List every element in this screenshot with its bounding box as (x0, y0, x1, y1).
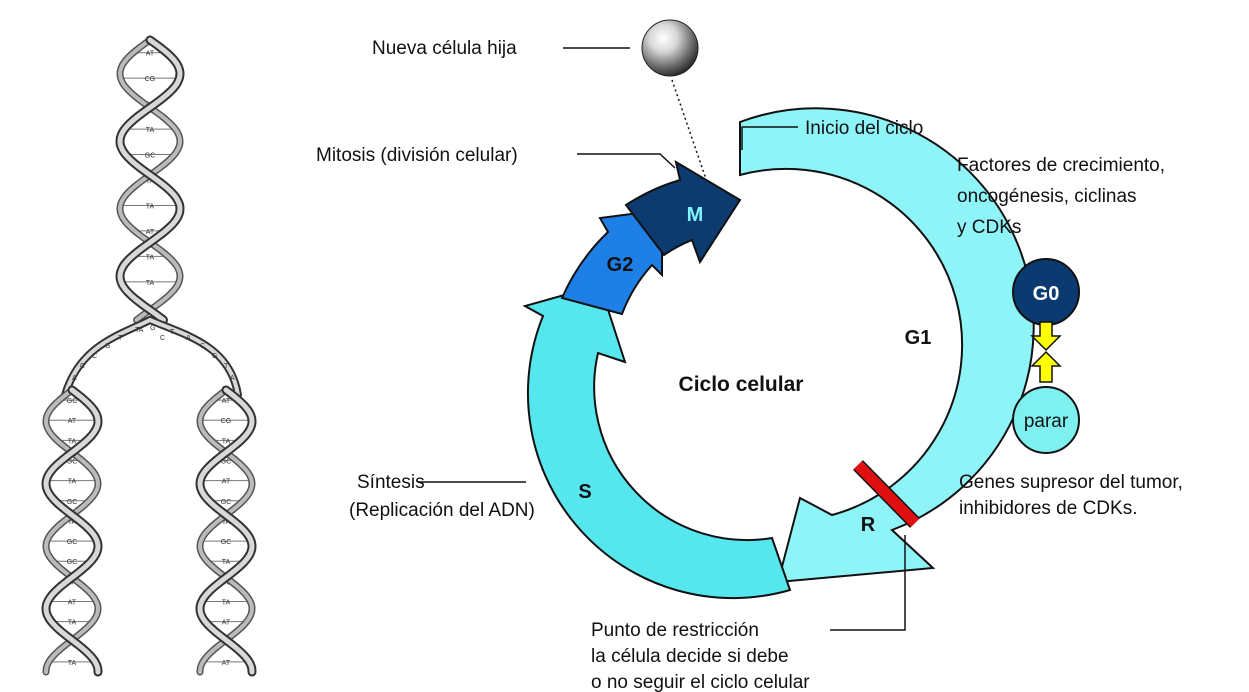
base-pair-label: TA (146, 280, 155, 287)
fork-base-label: A (230, 375, 235, 382)
base-pair-label: TA (222, 600, 231, 607)
fork-base-label: C (160, 335, 165, 342)
restriction-label-3: o no seguir el ciclo celular (591, 672, 810, 692)
fork-right-strand-fill (148, 318, 240, 397)
base-pair-label: TA (222, 519, 231, 526)
base-pair-label: AT (222, 398, 231, 405)
phase-g2-label: G2 (607, 254, 634, 276)
base-pair-label: GC (221, 459, 232, 466)
backbone-strand-back-fill (197, 388, 255, 674)
new-cell-label: Nueva célula hija (372, 38, 517, 59)
base-pair-label: TA (146, 203, 155, 210)
cycle-start-leader (741, 126, 798, 150)
base-pair-label: AT (68, 418, 77, 425)
fork-base-label: G (105, 343, 110, 350)
base-pair-label: TA (146, 127, 155, 134)
backbone-strand-front-fill (197, 387, 255, 675)
new-cell-sphere (641, 19, 699, 77)
fork-base-label: A (72, 375, 77, 382)
base-pair-label: GC (67, 499, 78, 506)
base-pair-label: TA (68, 519, 77, 526)
backbone-strand-front-fill (43, 387, 101, 675)
base-pair-label: GC (67, 459, 78, 466)
stop-circle (1012, 386, 1080, 454)
base-pair-label: TA (222, 438, 231, 445)
base-pair-label: GC (221, 499, 232, 506)
restriction-label-1: Punto de restricción (591, 620, 759, 641)
cycle-start-label: Inicio del ciclo (805, 118, 923, 139)
fork-base-label: T (224, 363, 229, 370)
base-pair-label: TA (68, 479, 77, 486)
base-pair-label: GC (67, 539, 78, 546)
dna-svg: ATCGCGTAGCTATAATTATAGCTATGCCATACGTAGCGCA… (0, 0, 330, 692)
g1-phase-arc (739, 107, 1035, 584)
backbone-strand-front-fill (117, 37, 183, 323)
mitosis-label: Mitosis (división celular) (316, 145, 518, 166)
base-pair-label: TA (68, 438, 77, 445)
base-pair-label: AT (146, 51, 155, 58)
fork-base-label: TA (135, 327, 144, 334)
g0-label: G0 (1033, 283, 1060, 305)
stop-label: parar (1024, 411, 1069, 432)
s-phase-arc (522, 283, 792, 600)
phase-g1-label: G1 (905, 327, 932, 349)
restriction-label-2: la célula decide si debe (591, 646, 789, 667)
restriction-leader (830, 535, 906, 631)
base-pair-label: GC (67, 559, 78, 566)
base-pair-label: TA (146, 254, 155, 261)
m-phase-arrow (624, 159, 742, 265)
backbone-strand-back-fill (117, 38, 183, 322)
base-pair-label: AT (146, 229, 155, 236)
base-pair-label: GC (67, 398, 78, 405)
fork-base-label: G (150, 325, 155, 332)
growth-factors-label-3: y CDKs (957, 217, 1021, 238)
down-arrow-yellow (1030, 321, 1062, 352)
fork-base-label: C (200, 343, 205, 350)
fork-left-strand-fill (63, 318, 152, 397)
dna-helix: ATCGCGTAGCTATAATTATAGCTATGCCATACGTAGCGCA… (41, 35, 257, 677)
base-pair-label: CG (145, 76, 156, 83)
synthesis-label-1: Síntesis (357, 472, 425, 493)
suppressor-label-2: inhibidores de CDKs. (959, 498, 1137, 519)
fork-base-label: T (170, 329, 175, 336)
base-pair-label: AT (222, 620, 231, 627)
base-pair-label: AT (68, 600, 77, 607)
fork-base-label: C (92, 353, 97, 360)
base-pair-label: TA (68, 660, 77, 667)
growth-factors-label-1: Factores de crecimiento, (957, 155, 1165, 176)
backbone-strand-back-fill (43, 388, 101, 674)
suppressor-label-1: Genes supresor del tumor, (959, 472, 1183, 493)
base-pair-label: CG (221, 418, 232, 425)
base-pair-label: AT (222, 660, 231, 667)
phase-m-label: M (687, 204, 704, 226)
base-pair-label: GC (145, 153, 156, 160)
base-pair-label: GC (221, 539, 232, 546)
growth-factors-label-2: oncogénesis, ciclinas (957, 186, 1137, 207)
phase-r-label: R (861, 514, 876, 536)
fork-base-label: A (186, 335, 191, 342)
up-arrow-yellow (1030, 350, 1062, 383)
restriction-point-bar-fill (854, 461, 919, 527)
cycle-center-label: Ciclo celular (679, 373, 804, 396)
fork-base-label: C (80, 363, 85, 370)
mitosis-leader (577, 153, 676, 169)
base-pair-label: AT (222, 479, 231, 486)
base-pair-label: TA (146, 178, 155, 185)
phase-s-label: S (578, 481, 591, 503)
fork-base-label: G (212, 353, 217, 360)
fork-base-label: T (118, 335, 123, 342)
synthesis-label-2: (Replicación del ADN) (349, 500, 535, 521)
base-pair-label: TA (68, 620, 77, 627)
base-pair-label: TA (222, 559, 231, 566)
